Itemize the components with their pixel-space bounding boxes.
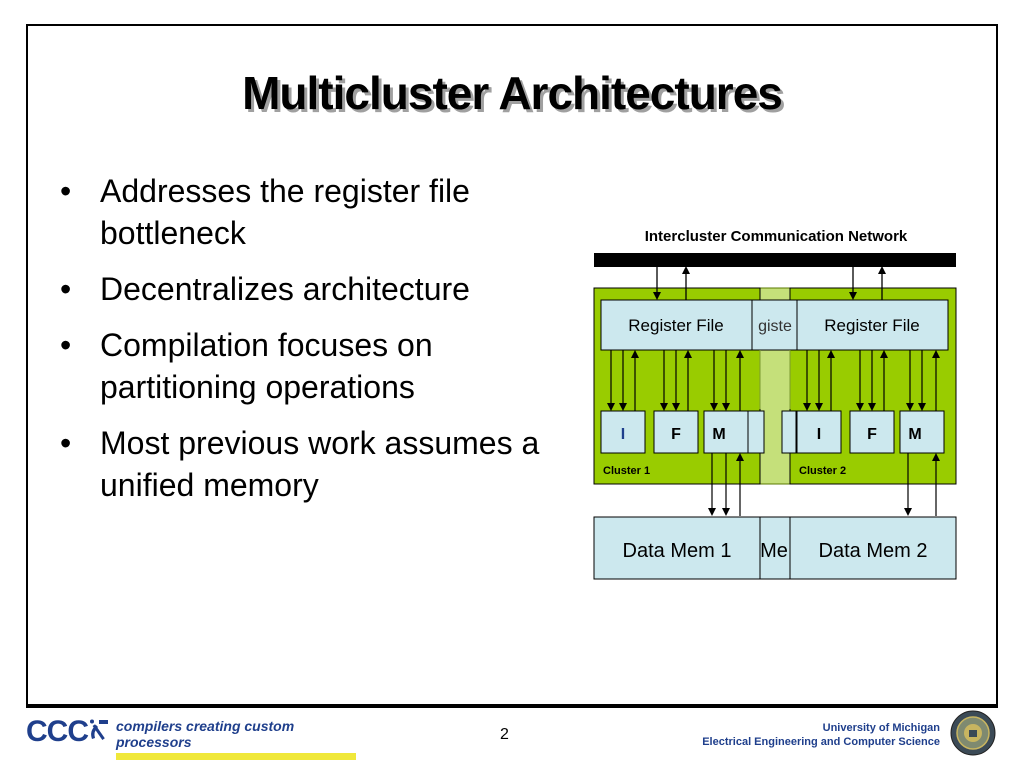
- fu-box-mem: [899, 410, 945, 454]
- university-seal-icon: [950, 710, 996, 756]
- network-label: Intercluster Communication Network: [645, 228, 908, 245]
- data-memory-box: [593, 516, 761, 580]
- network-bar: [594, 253, 956, 267]
- bullet-list: • Addresses the register file bottleneck…: [58, 170, 578, 520]
- fu-label: M: [712, 426, 725, 443]
- data-memory-label: Data Mem 2: [819, 540, 928, 562]
- fu-box-int: [796, 410, 842, 454]
- multicluster-diagram: Intercluster Communication Network giste…: [593, 228, 957, 580]
- register-file-label: Register File: [628, 316, 723, 335]
- ghost-fu-box: [781, 410, 797, 454]
- bullet-item: • Compilation focuses on partitioning op…: [58, 324, 578, 408]
- tagline-text: compilers creating custom processors: [116, 718, 295, 750]
- fu-box-float: [653, 410, 699, 454]
- ghost-register-box: [751, 299, 799, 351]
- data-memory-label: Data Mem 1: [623, 540, 732, 562]
- bullet-text: Decentralizes architecture: [100, 271, 470, 307]
- ghost-memory-box: [754, 516, 796, 580]
- ghost-arrows: [759, 350, 791, 409]
- fu-label: I: [621, 426, 625, 443]
- bullet-text: Most previous work assumes a unified mem…: [100, 425, 540, 503]
- bullet-text: Compilation focuses on partitioning oper…: [100, 327, 433, 405]
- cluster-1-mem-arrows: [708, 453, 744, 516]
- bullet-item: • Decentralizes architecture: [58, 268, 578, 310]
- university-name: University of Michigan: [822, 722, 940, 734]
- bullet-item: • Addresses the register file bottleneck: [58, 170, 578, 254]
- department-name: Electrical Engineering and Computer Scie…: [702, 736, 940, 748]
- bullet-dot-icon: •: [60, 425, 72, 461]
- cluster-label: Cluster 1: [603, 465, 650, 477]
- hammer-sickle-icon: [90, 719, 108, 740]
- cluster-1-rf-fu-arrows: [607, 350, 744, 411]
- page-number: 2: [500, 726, 509, 743]
- tagline-block: compilers creating custom processors: [116, 718, 361, 760]
- fu-box-float: [849, 410, 895, 454]
- fu-label: F: [867, 426, 877, 443]
- bullet-dot-icon: •: [60, 327, 72, 363]
- ccc-logo: CCC: [26, 712, 110, 752]
- bullet-dot-icon: •: [60, 173, 72, 209]
- fu-label: F: [671, 426, 681, 443]
- university-block: University of Michigan Electrical Engine…: [702, 721, 940, 749]
- fu-box-int: [600, 410, 646, 454]
- cluster-label: Cluster 2: [799, 465, 846, 477]
- cluster-2-mem-arrows: [904, 453, 940, 516]
- footer-divider: [26, 706, 998, 708]
- ghost-register-text: giste: [758, 318, 792, 335]
- ghost-fu-box: [747, 410, 765, 454]
- bullet-dot-icon: •: [60, 271, 72, 307]
- cluster-2-rf-fu-arrows: [803, 350, 940, 411]
- bullet-item: • Most previous work assumes a unified m…: [58, 422, 578, 506]
- tagline-underline: [116, 753, 356, 760]
- fu-label: M: [908, 426, 921, 443]
- logo-text: CCC: [26, 715, 89, 748]
- fu-box-mem: [703, 410, 749, 454]
- bullet-text: Addresses the register file bottleneck: [100, 173, 470, 251]
- fu-label: I: [817, 426, 821, 443]
- register-file-label: Register File: [824, 316, 919, 335]
- register-file-box: [600, 299, 753, 351]
- data-memory-box: [789, 516, 957, 580]
- ghost-memory-text: Me: [760, 540, 788, 562]
- slide-title: Multicluster Architectures: [242, 67, 783, 119]
